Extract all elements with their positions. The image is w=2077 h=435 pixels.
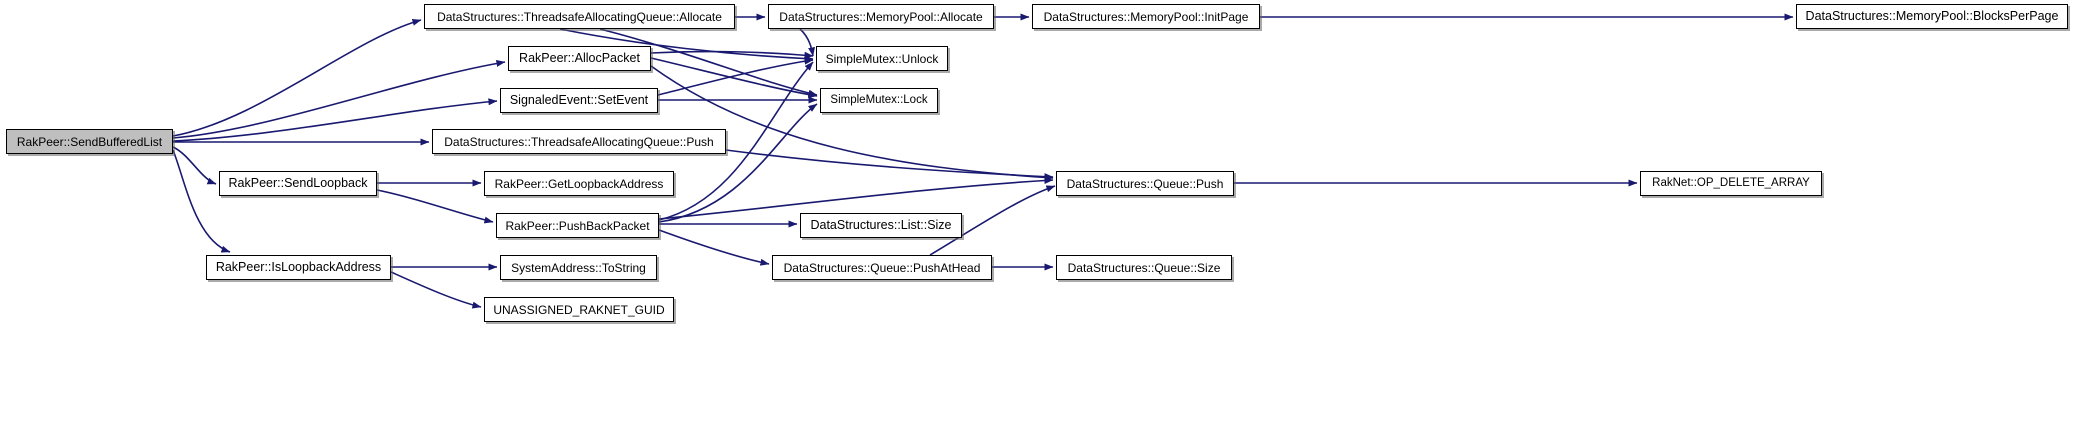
graph-node-n11[interactable]: RakPeer::GetLoopbackAddress: [484, 171, 674, 196]
graph-node-label: RakPeer::GetLoopbackAddress: [494, 176, 664, 191]
call-edge: [658, 229, 770, 266]
call-edge: [172, 60, 506, 139]
graph-node-n6[interactable]: SimpleMutex::Unlock: [816, 46, 948, 71]
graph-node-n14[interactable]: RakPeer::PushBackPacket: [496, 213, 659, 238]
graph-node-n7[interactable]: SignaledEvent::SetEvent: [500, 88, 658, 113]
graph-node-label: DataStructures::MemoryPool::BlocksPerPag…: [1805, 9, 2059, 24]
call-edge: [650, 50, 814, 59]
graph-node-n4[interactable]: DataStructures::MemoryPool::BlocksPerPag…: [1796, 4, 2068, 29]
graph-node-n16[interactable]: RakPeer::IsLoopbackAddress: [206, 255, 391, 280]
graph-node-n19[interactable]: DataStructures::Queue::Size: [1056, 255, 1232, 280]
graph-node-label: SignaledEvent::SetEvent: [509, 93, 649, 108]
graph-node-n20[interactable]: UNASSIGNED_RAKNET_GUID: [484, 297, 674, 322]
graph-node-n3[interactable]: DataStructures::MemoryPool::InitPage: [1032, 4, 1260, 29]
call-edge: [650, 57, 818, 99]
graph-node-label: SimpleMutex::Unlock: [825, 51, 939, 66]
graph-node-n5[interactable]: RakPeer::AllocPacket: [508, 46, 651, 71]
graph-node-n1[interactable]: DataStructures::ThreadsafeAllocatingQueu…: [424, 4, 735, 29]
graph-node-label: DataStructures::MemoryPool::InitPage: [1043, 9, 1249, 24]
graph-node-n12[interactable]: DataStructures::Queue::Push: [1056, 171, 1234, 196]
graph-node-label: RakPeer::IsLoopbackAddress: [215, 260, 382, 275]
graph-node-label: RakPeer::SendBufferedList: [16, 134, 163, 149]
graph-node-label: RakPeer::AllocPacket: [519, 51, 640, 66]
graph-node-n8[interactable]: SimpleMutex::Lock: [820, 88, 938, 113]
call-edge: [650, 65, 1054, 181]
call-edge: [172, 146, 217, 185]
graph-node-label: DataStructures::Queue::PushAtHead: [783, 260, 981, 275]
graph-node-label: SimpleMutex::Lock: [830, 93, 928, 106]
graph-node-n13[interactable]: RakNet::OP_DELETE_ARRAY: [1640, 171, 1822, 196]
graph-node-n18[interactable]: DataStructures::Queue::PushAtHead: [772, 255, 992, 280]
call-edge: [658, 103, 818, 223]
graph-node-n17[interactable]: SystemAddress::ToString: [500, 255, 657, 280]
graph-node-label: DataStructures::ThreadsafeAllocatingQueu…: [444, 134, 714, 149]
call-edge: [172, 18, 422, 137]
graph-node-label: DataStructures::List::Size: [810, 218, 952, 233]
graph-node-label: RakPeer::PushBackPacket: [505, 218, 650, 233]
call-edge: [657, 57, 814, 96]
graph-node-n9[interactable]: DataStructures::ThreadsafeAllocatingQueu…: [432, 129, 726, 154]
call-edge: [390, 271, 482, 309]
graph-node-label: RakPeer::SendLoopback: [228, 176, 368, 191]
graph-node-n2[interactable]: DataStructures::MemoryPool::Allocate: [768, 4, 994, 29]
call-edge: [725, 149, 1054, 181]
call-edge: [799, 28, 816, 57]
graph-node-label: DataStructures::MemoryPool::Allocate: [779, 9, 983, 24]
graph-node-label: SystemAddress::ToString: [511, 260, 646, 275]
graph-node-n0[interactable]: RakPeer::SendBufferedList: [6, 129, 173, 154]
graph-node-label: DataStructures::ThreadsafeAllocatingQueu…: [437, 9, 722, 24]
call-edge: [172, 149, 231, 253]
graph-node-label: RakNet::OP_DELETE_ARRAY: [1652, 176, 1810, 189]
graph-node-label: UNASSIGNED_RAKNET_GUID: [493, 302, 665, 317]
graph-node-n10[interactable]: RakPeer::SendLoopback: [219, 171, 377, 196]
graph-node-label: DataStructures::Queue::Push: [1066, 176, 1224, 191]
call-edge: [376, 189, 494, 224]
graph-node-label: DataStructures::Queue::Size: [1067, 260, 1221, 275]
graph-node-n15[interactable]: DataStructures::List::Size: [800, 213, 962, 238]
